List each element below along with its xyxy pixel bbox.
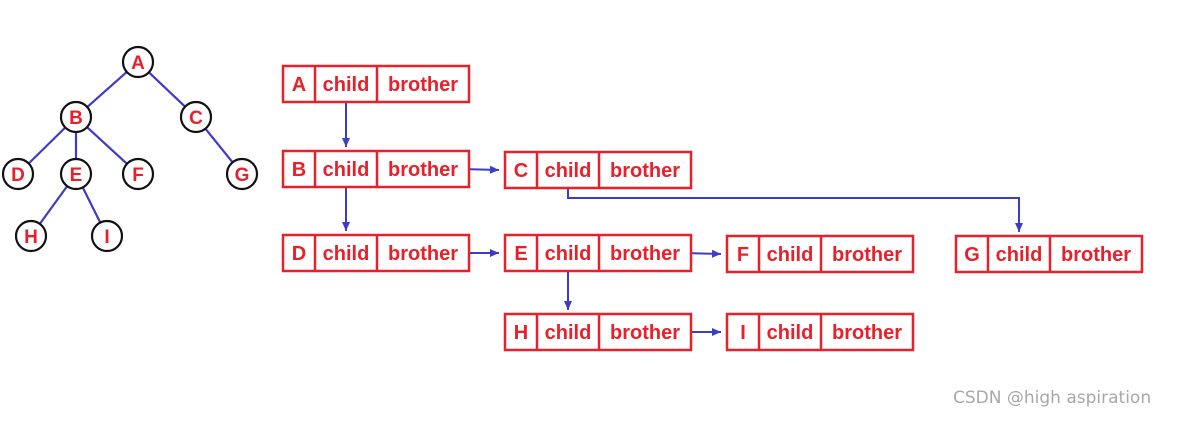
record-label: H [514, 322, 528, 344]
record-brother-field: brother [1061, 244, 1131, 266]
tree-node-circle [59, 100, 93, 134]
tree-node-i: I [90, 219, 124, 253]
record-links [342, 92, 1023, 336]
record-child-field: child [767, 322, 814, 344]
record-label: C [514, 160, 528, 182]
record-label: G [964, 244, 980, 266]
record-brother-field: brother [610, 322, 680, 344]
record-label: I [740, 322, 746, 344]
record-child-field: child [323, 74, 370, 96]
tree-node-c: C [179, 100, 213, 134]
tree-node-circle [90, 219, 124, 253]
tree-node-circle [121, 157, 155, 191]
tree-nodes: A B C D E F G H I [1, 45, 259, 253]
tree-node-label: A [131, 53, 145, 74]
record-brother-field: brother [610, 160, 680, 182]
tree-node-f: F [121, 157, 155, 191]
record-label: E [514, 243, 527, 265]
tree-edge-a-c [148, 71, 186, 108]
tree-edge-e-h [38, 185, 69, 225]
record-child-field: child [323, 243, 370, 265]
record-brother-field: brother [832, 322, 902, 344]
record-child-field: child [767, 244, 814, 266]
tree-edge-c-g [204, 127, 234, 164]
tree-node-d: D [1, 157, 35, 191]
tree-node-label: D [11, 165, 25, 186]
tree-edge-b-f [86, 126, 128, 165]
record-label: B [292, 159, 306, 181]
watermark: CSDN @high aspiration [953, 388, 1152, 408]
tree-node-circle [14, 219, 48, 253]
tree-edge-e-i [81, 186, 102, 224]
record-brother-field: brother [388, 243, 458, 265]
tree-node-a: A [121, 45, 155, 79]
record-label: D [292, 243, 306, 265]
tree-node-e: E [59, 157, 93, 191]
tree-node-label: C [189, 108, 203, 129]
record-child-field: child [323, 159, 370, 181]
tree-edges [27, 71, 234, 225]
tree-node-label: G [235, 165, 250, 186]
tree-node-circle [121, 45, 155, 79]
record-brother-field: brother [388, 74, 458, 96]
tree-node-circle [225, 157, 259, 191]
tree-node-circle [59, 157, 93, 191]
record-brother-field: brother [610, 243, 680, 265]
record-child-field: child [996, 244, 1043, 266]
tree-node-label: I [104, 227, 109, 248]
tree-node-label: F [132, 165, 144, 186]
tree-node-b: B [59, 100, 93, 134]
tree-node-circle [1, 157, 35, 191]
tree-edge-b-d [27, 126, 67, 165]
record-child-field: child [545, 243, 592, 265]
tree-edge-a-b [86, 71, 128, 108]
tree-node-h: H [14, 219, 48, 253]
tree-node-label: E [70, 165, 83, 186]
record-brother-field: brother [832, 244, 902, 266]
tree-node-label: B [69, 108, 83, 129]
tree-node-label: H [24, 227, 38, 248]
tree-node-circle [179, 100, 213, 134]
record-label: A [292, 74, 306, 96]
record-child-field: child [545, 160, 592, 182]
record-brother-field: brother [388, 159, 458, 181]
record-child-field: child [545, 322, 592, 344]
record-label: F [737, 244, 749, 266]
tree-node-g: G [225, 157, 259, 191]
